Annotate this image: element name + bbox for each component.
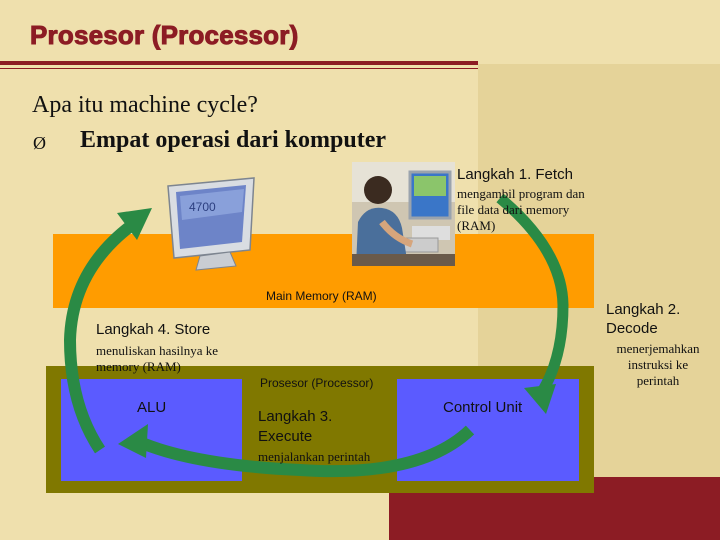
monitor-screen-text: 4700 xyxy=(189,200,216,214)
person-at-computer-icon xyxy=(352,162,455,266)
step1-desc-line: file data dari memory xyxy=(457,202,570,217)
step3-title-line: Execute xyxy=(258,428,313,445)
step2-desc-line: perintah xyxy=(636,373,680,388)
step4-desc-line: memory (RAM) xyxy=(96,359,181,374)
slide-heading: Apa itu machine cycle? xyxy=(32,92,258,118)
step2-desc-line: instruksi ke xyxy=(627,357,689,372)
step4-description: menuliskan hasilnya ke memory (RAM) xyxy=(96,343,218,375)
step1-title: Langkah 1. Fetch xyxy=(457,166,573,183)
step4-title: Langkah 4. Store xyxy=(96,321,211,338)
step2-title-line: Decode xyxy=(606,320,658,337)
step4-desc-line: menuliskan hasilnya ke xyxy=(96,343,219,358)
title-rule-thin xyxy=(0,68,478,69)
step3-description: menjalankan perintah xyxy=(258,449,371,464)
processor-label: Prosesor (Processor) xyxy=(260,376,374,390)
step2-title-line: Langkah 2. xyxy=(606,301,681,318)
bullet-arrow-icon: Ø xyxy=(33,133,46,153)
main-memory-label: Main Memory (RAM) xyxy=(266,289,377,303)
step1-desc-line: (RAM) xyxy=(457,218,496,233)
control-unit-label: Control Unit xyxy=(443,399,523,416)
step2-title: Langkah 2. Decode xyxy=(606,300,680,338)
step1-desc-line: mengambil program dan xyxy=(457,186,585,201)
alu-label: ALU xyxy=(137,399,167,416)
computer-monitor-icon xyxy=(167,177,255,271)
bullet-text: Empat operasi dari komputer xyxy=(80,127,386,153)
title-rule xyxy=(0,61,478,65)
slide-title: Prosesor (Processor) xyxy=(29,20,299,51)
step3-title: Langkah 3. Execute xyxy=(258,407,332,447)
step1-description: mengambil program dan file data dari mem… xyxy=(457,186,585,234)
main-memory-block xyxy=(53,234,594,308)
step2-desc-line: menerjemahkan xyxy=(616,341,700,356)
step2-description: menerjemahkan instruksi ke perintah xyxy=(606,341,710,389)
step3-title-line: Langkah 3. xyxy=(258,408,333,425)
